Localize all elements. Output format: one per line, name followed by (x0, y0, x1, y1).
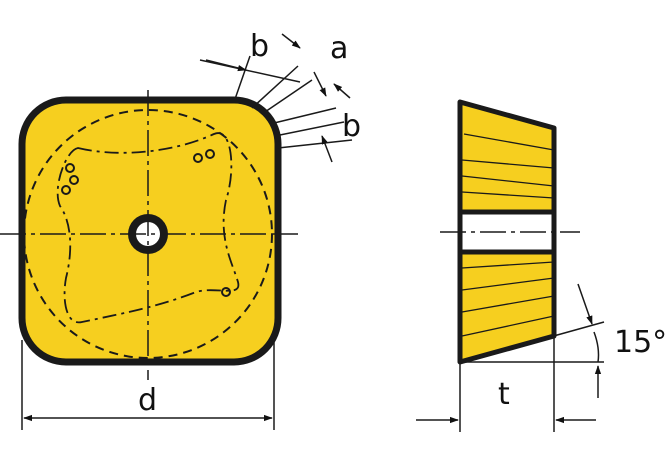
dimension-label-a: a (330, 31, 348, 66)
corner-dimension-arrows (205, 33, 351, 163)
dimension-label-b-lower: b (342, 109, 361, 144)
angle-arc (593, 331, 600, 363)
chipbreaker-contour (56, 132, 240, 324)
dimension-label-b-upper: b (250, 29, 269, 64)
angle-label: 15° (614, 325, 667, 360)
side-surface-lines (461, 133, 555, 337)
insert-side-lower (457, 249, 557, 365)
insert-top-view: b a b d (0, 29, 361, 430)
insert-side-view: t 15° (416, 99, 667, 432)
dimension-label-t: t (498, 377, 510, 412)
corner-detail-lines (199, 55, 353, 149)
angle-reference-slanted (459, 321, 605, 363)
angle-arrow-upper (577, 283, 593, 325)
dimension-label-d: d (138, 383, 157, 418)
coolant-holes (61, 149, 231, 297)
